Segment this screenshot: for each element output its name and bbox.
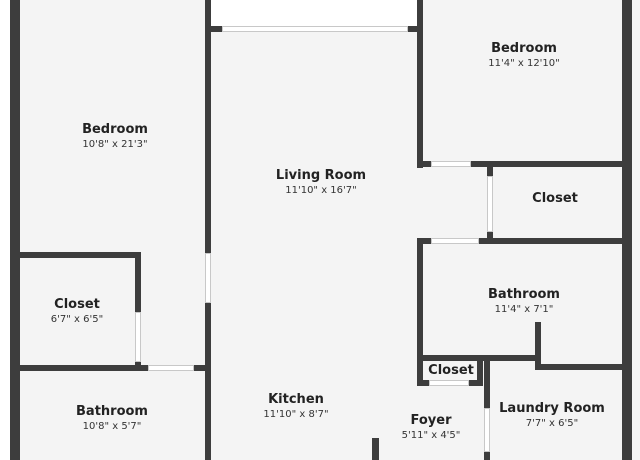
window <box>429 380 469 386</box>
room-name: Closet <box>428 363 474 378</box>
window <box>431 161 471 167</box>
room-name: Living Room <box>275 168 367 183</box>
wall <box>622 0 632 460</box>
wall <box>10 252 141 258</box>
room-name: Bathroom <box>76 404 148 419</box>
window <box>484 408 490 452</box>
room-name: Kitchen <box>268 392 324 407</box>
wall <box>417 161 632 167</box>
wall <box>484 355 490 460</box>
room-label-bedroom-left: Bedroom 10'8" x 21'3" <box>82 122 148 152</box>
room-dimensions: 11'10" x 16'7" <box>285 185 357 196</box>
room-dimensions: 10'8" x 21'3" <box>82 139 148 150</box>
room-name: Bedroom <box>491 41 557 56</box>
wall <box>417 0 423 168</box>
room-dimensions: 11'4" x 12'10" <box>488 58 560 69</box>
wall <box>477 355 483 386</box>
wall <box>135 252 141 370</box>
room-dimensions: 11'10" x 8'7" <box>263 409 329 420</box>
room-name: Laundry Room <box>499 401 605 416</box>
wall <box>372 438 379 460</box>
room-name: Closet <box>54 297 100 312</box>
window <box>148 365 194 371</box>
room-name: Foyer <box>410 413 452 428</box>
wall <box>417 355 489 361</box>
wall <box>205 0 211 460</box>
room-label-closet-small: Closet <box>428 363 474 379</box>
room-label-foyer: Foyer 5'11" x 4'5" <box>402 413 461 443</box>
room-label-closet-left: Closet 6'7" x 6'5" <box>51 297 103 327</box>
room-label-bathroom-right: Bathroom 11'4" x 7'1" <box>488 287 560 317</box>
room-label-bedroom-right: Bedroom 11'4" x 12'10" <box>488 41 560 71</box>
wall <box>484 355 540 361</box>
room-label-bathroom-left: Bathroom 10'8" x 5'7" <box>76 404 148 434</box>
wall <box>417 238 632 244</box>
room-dimensions: 11'4" x 7'1" <box>494 304 554 315</box>
window <box>487 176 493 232</box>
room-dimensions: 5'11" x 4'5" <box>401 430 461 441</box>
wall <box>417 238 423 360</box>
room-label-living-room: Living Room 11'10" x 16'7" <box>276 168 366 198</box>
window <box>205 253 211 303</box>
window <box>135 312 141 362</box>
window <box>222 26 408 32</box>
wall <box>417 355 423 385</box>
wall <box>535 364 632 370</box>
room-label-closet-right: Closet <box>532 191 578 207</box>
room-dimensions: 7'7" x 6'5" <box>525 418 579 429</box>
room-label-laundry-room: Laundry Room 7'7" x 6'5" <box>499 401 605 431</box>
window <box>431 238 479 244</box>
wall <box>10 0 20 460</box>
exterior-area-left-edge <box>0 0 10 460</box>
wall <box>10 365 211 371</box>
wall <box>535 322 541 370</box>
room-dimensions: 10'8" x 5'7" <box>82 421 142 432</box>
room-dimensions: 6'7" x 6'5" <box>50 314 104 325</box>
room-name: Bathroom <box>488 287 560 302</box>
room-name: Closet <box>532 191 578 206</box>
room-name: Bedroom <box>82 122 148 137</box>
room-label-kitchen: Kitchen 11'10" x 8'7" <box>263 392 328 422</box>
exterior-area-top <box>210 0 418 26</box>
